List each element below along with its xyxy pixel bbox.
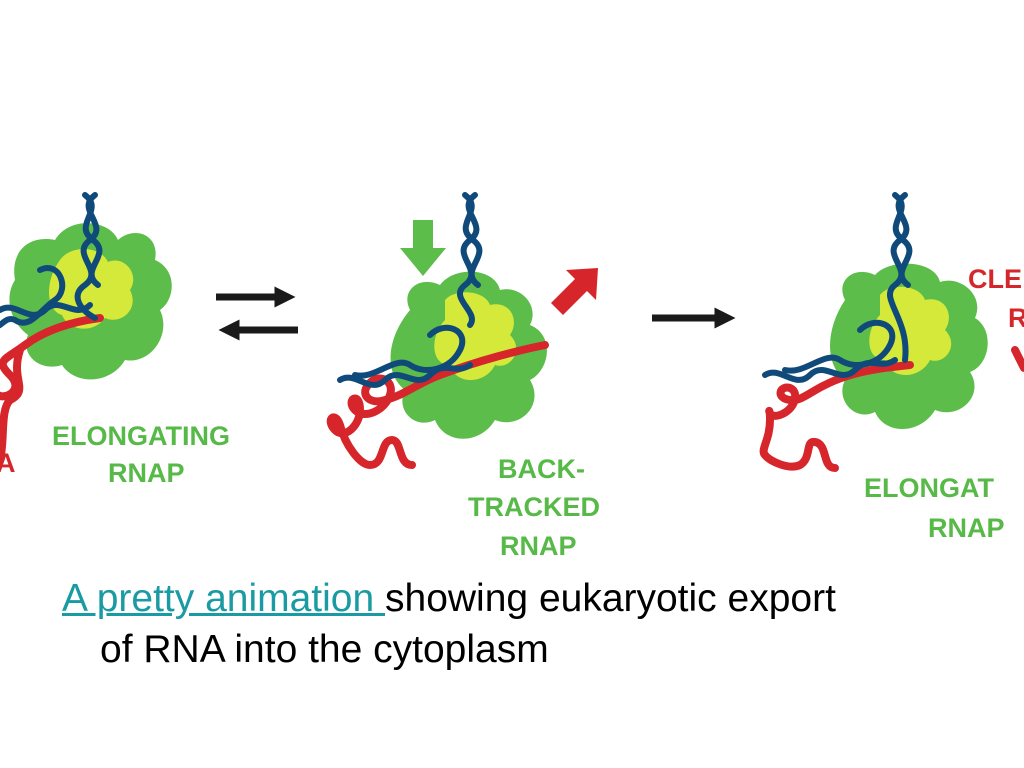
- backtracked-label-line2: TRACKED: [468, 492, 600, 522]
- backtracked-label-line3: RNAP: [500, 531, 577, 561]
- elongating-label-2-line2: RNAP: [928, 513, 1005, 543]
- backtracked-rnap: BACK- TRACKED RNAP: [326, 192, 600, 561]
- rna-strand-middle: [326, 341, 549, 470]
- left-partial-label: A: [0, 448, 16, 478]
- dna-helix-middle-b: [352, 192, 483, 379]
- equilibrium-arrows: [216, 286, 298, 341]
- caption: A pretty animation showing eukaryotic ex…: [62, 573, 982, 675]
- dna-helix-left-b: [0, 192, 103, 329]
- elongating-label-1-line1: ELONGATING: [52, 421, 230, 451]
- polymerase-blob-right-light: [869, 286, 952, 375]
- rna-strand-right: [759, 346, 1024, 472]
- elongating-rnap-right: CLE R ELONGAT RNAP: [759, 192, 1024, 543]
- elongating-label-2-line1: ELONGAT: [864, 473, 994, 503]
- dna-helix-right-b: [782, 192, 913, 374]
- red-up-arrow: [551, 268, 598, 315]
- cleave-label-line1: CLE: [968, 264, 1022, 294]
- caption-line1-text: showing eukaryotic export: [385, 577, 836, 620]
- animation-link[interactable]: A pretty animation: [62, 577, 386, 620]
- elongating-rnap-left: A ELONGATING RNAP: [0, 192, 230, 488]
- down-arrow-green: [400, 220, 446, 276]
- caption-line2-text: of RNA into the cytoplasm: [100, 628, 549, 671]
- elongating-label-1-line2: RNAP: [108, 458, 185, 488]
- cleave-label-line2: R: [1008, 303, 1024, 333]
- rna-strand-left: [0, 314, 104, 464]
- backtracked-label-line1: BACK-: [498, 454, 585, 484]
